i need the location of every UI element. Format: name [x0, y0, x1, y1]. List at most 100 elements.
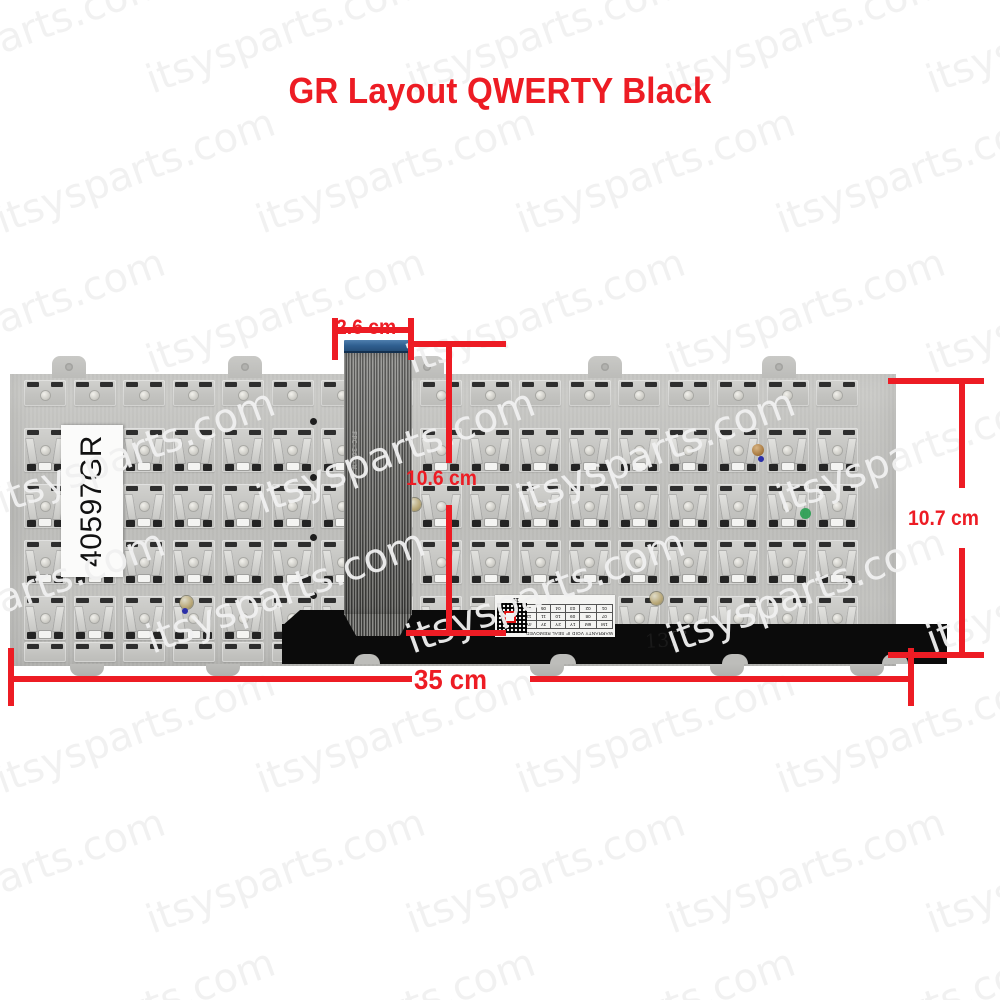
key-mount — [766, 428, 809, 472]
dim-10_7-label: 10.7 cm — [908, 507, 979, 530]
watermark-text: itsysparts.com — [250, 940, 541, 1000]
key-mount — [667, 380, 710, 406]
key-mount — [568, 428, 611, 472]
key-mount — [766, 380, 809, 406]
alignment-hole — [310, 474, 317, 481]
key-mount — [766, 484, 809, 528]
key-mount — [123, 484, 165, 528]
dim-10_6-upper-line — [446, 341, 452, 463]
screw-boss — [180, 596, 193, 609]
alignment-hole — [310, 592, 317, 599]
key-mount — [420, 380, 462, 406]
qr-code-icon — [497, 603, 527, 633]
key-mount — [222, 596, 264, 640]
watermark-text: itsysparts.com — [400, 799, 692, 944]
key-mount — [816, 380, 858, 406]
watermark-text: itsysparts.com — [510, 940, 801, 1000]
dim-10_7-top-tick — [888, 378, 984, 384]
mounting-tab — [52, 356, 86, 378]
dim-10_7-upper-line — [959, 378, 965, 488]
key-mount — [618, 428, 660, 472]
key-mount — [24, 642, 66, 662]
key-mount — [568, 380, 611, 406]
key-mount — [172, 540, 215, 584]
key-mount — [667, 484, 710, 528]
key-mount — [172, 642, 215, 662]
watermark-text: itsysparts.com — [920, 799, 1000, 944]
dim-10_7-lower-line — [959, 548, 965, 658]
blue-ink-dot — [758, 456, 764, 462]
dim-35-line-left — [8, 676, 412, 682]
copper-contact-dot — [752, 444, 764, 456]
support-notch — [550, 654, 576, 664]
key-mount — [519, 484, 561, 528]
key-mount — [123, 540, 165, 584]
key-mount — [123, 380, 165, 406]
watermark-text: itsysparts.com — [0, 940, 281, 1000]
mounting-tab-bottom — [530, 664, 564, 676]
dim-10_6-bottom-tick — [406, 630, 506, 636]
dim-35-label: 35 cm — [414, 664, 488, 695]
warranty-cell: 1Y — [565, 620, 580, 629]
support-notch — [722, 654, 748, 664]
key-mount — [816, 428, 858, 472]
key-mount — [222, 428, 264, 472]
dim-10_7-bottom-tick — [888, 652, 984, 658]
key-mount — [271, 540, 314, 584]
warranty-cell: 11 — [536, 612, 551, 621]
key-mount — [568, 540, 611, 584]
watermark-text: itsysparts.com — [770, 940, 1000, 1000]
key-mount — [222, 540, 264, 584]
ribbon-trace-label: FPC-36R-W — [350, 431, 358, 469]
ribbon-connector-stiffener — [344, 340, 412, 354]
mounting-tab-bottom — [206, 664, 240, 676]
handwritten-mark: 13. — [644, 628, 676, 654]
key-mount — [222, 642, 264, 662]
watermark-text: itsysparts.com — [250, 99, 542, 244]
dim-10_6-top-tick — [414, 341, 506, 347]
dim-10_6-lower-line — [446, 505, 452, 635]
watermark-text: itsysparts.com — [0, 99, 282, 244]
warranty-cell: 1M — [596, 620, 613, 629]
key-mount — [24, 380, 66, 406]
key-mount — [667, 428, 710, 472]
key-mount — [568, 484, 611, 528]
mounting-tab-bottom — [70, 664, 104, 676]
warranty-cell: 2Y — [550, 620, 566, 629]
key-mount — [172, 596, 215, 640]
dim-35-line-right — [530, 676, 914, 682]
key-mount — [24, 540, 66, 584]
key-mount — [24, 596, 66, 640]
key-mount — [172, 428, 215, 472]
key-mount — [73, 642, 116, 662]
mounting-tab-bottom — [850, 664, 884, 676]
watermark-text: itsysparts.com — [140, 799, 432, 944]
mounting-tab — [762, 356, 796, 378]
key-mount — [420, 484, 462, 528]
key-mount — [271, 428, 314, 472]
key-mount — [618, 484, 660, 528]
key-mount — [172, 380, 215, 406]
key-mount — [618, 380, 660, 406]
key-mount — [667, 540, 710, 584]
warranty-cell: 3Y — [536, 620, 551, 629]
ribbon-taper — [344, 614, 412, 636]
key-mount — [766, 540, 809, 584]
key-mount — [123, 642, 165, 662]
key-mount — [469, 428, 512, 472]
part-number-label: 40597GR — [61, 425, 123, 577]
key-mount — [24, 428, 66, 472]
warranty-cell: 02 — [579, 604, 597, 613]
key-mount — [816, 540, 858, 584]
key-mount — [469, 484, 512, 528]
watermark-text: itsysparts.com — [770, 99, 1000, 244]
dim-2_6-line — [332, 327, 414, 333]
key-mount — [519, 428, 561, 472]
page-title: GR Layout QWERTY Black — [288, 70, 712, 111]
dim-2_6-label: 2.6 cm — [336, 316, 397, 339]
warranty-cell: 01 — [596, 604, 613, 613]
mounting-tab — [410, 356, 444, 378]
